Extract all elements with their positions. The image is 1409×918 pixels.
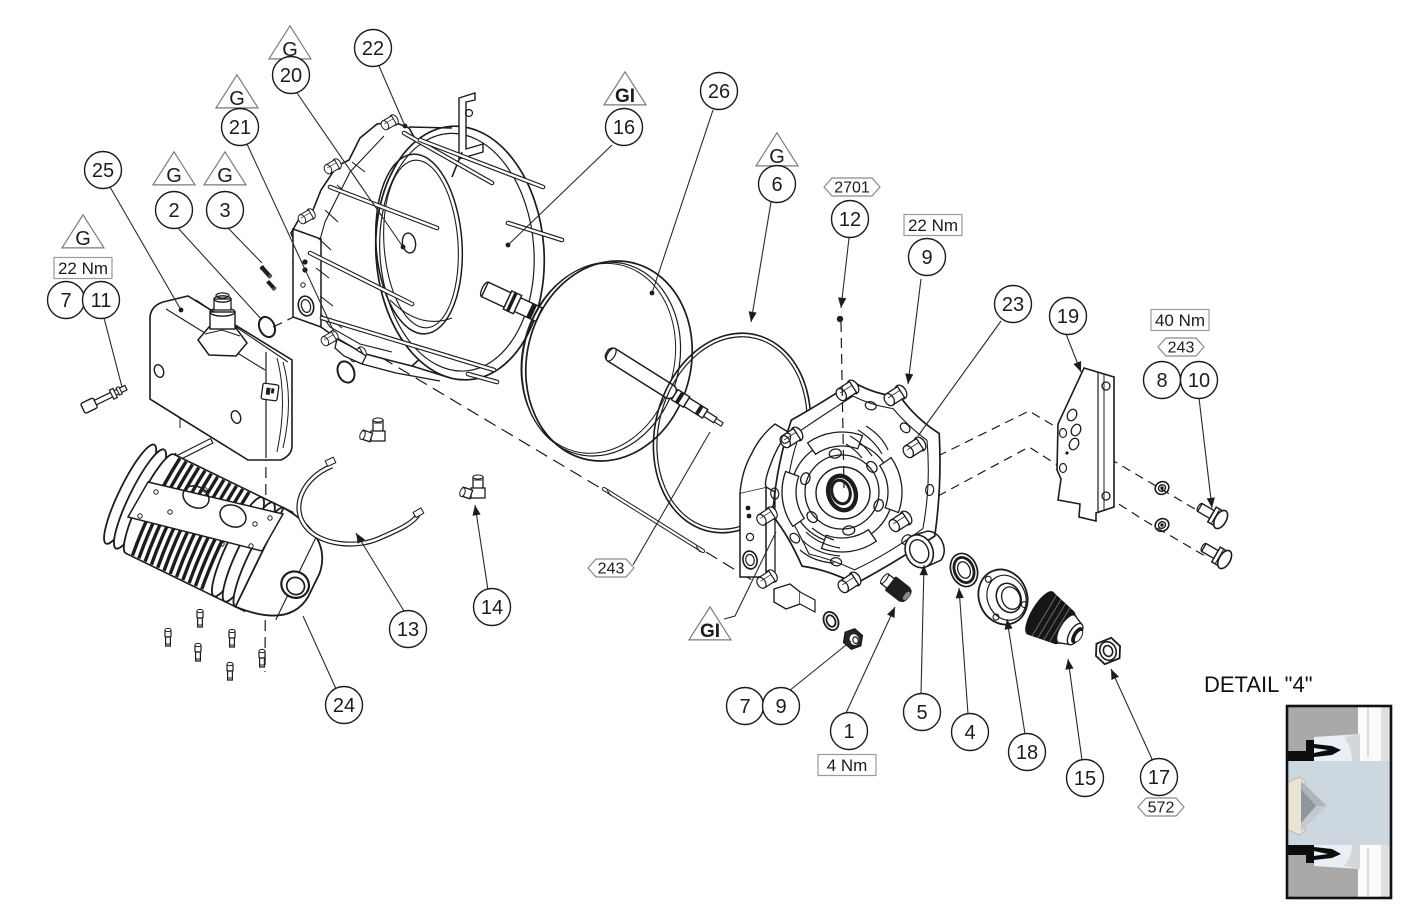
svg-text:24: 24 bbox=[333, 695, 355, 717]
svg-text:GI: GI bbox=[700, 621, 720, 642]
svg-text:23: 23 bbox=[1002, 294, 1024, 316]
svg-text:4: 4 bbox=[964, 722, 975, 744]
svg-text:26: 26 bbox=[708, 81, 730, 103]
svg-text:6: 6 bbox=[771, 174, 782, 196]
svg-text:G: G bbox=[229, 88, 245, 110]
svg-text:G: G bbox=[217, 165, 233, 187]
svg-text:1: 1 bbox=[843, 721, 854, 743]
svg-text:10: 10 bbox=[1188, 370, 1210, 392]
svg-text:G: G bbox=[769, 146, 785, 168]
svg-text:243: 243 bbox=[1168, 340, 1195, 357]
svg-text:40 Nm: 40 Nm bbox=[1155, 311, 1205, 330]
svg-text:7: 7 bbox=[739, 696, 750, 718]
svg-text:8: 8 bbox=[1156, 370, 1167, 392]
svg-text:25: 25 bbox=[92, 160, 114, 182]
svg-text:GI: GI bbox=[615, 86, 635, 107]
svg-text:22: 22 bbox=[362, 38, 384, 60]
svg-text:14: 14 bbox=[481, 597, 503, 619]
svg-text:22 Nm: 22 Nm bbox=[908, 216, 958, 235]
svg-text:21: 21 bbox=[229, 117, 251, 139]
svg-text:9: 9 bbox=[775, 696, 786, 718]
svg-text:243: 243 bbox=[598, 561, 625, 578]
svg-text:22 Nm: 22 Nm bbox=[58, 259, 108, 278]
svg-text:11: 11 bbox=[91, 290, 112, 312]
svg-text:17: 17 bbox=[1148, 767, 1170, 789]
svg-text:4 Nm: 4 Nm bbox=[827, 756, 868, 775]
svg-text:15: 15 bbox=[1074, 768, 1096, 790]
svg-text:9: 9 bbox=[921, 247, 932, 269]
svg-text:2: 2 bbox=[168, 200, 179, 222]
svg-text:G: G bbox=[282, 39, 298, 61]
svg-text:19: 19 bbox=[1057, 306, 1079, 328]
svg-text:DETAIL "4": DETAIL "4" bbox=[1204, 672, 1313, 697]
svg-text:572: 572 bbox=[1148, 800, 1175, 817]
svg-text:2701: 2701 bbox=[834, 180, 870, 197]
svg-text:G: G bbox=[166, 165, 182, 187]
svg-text:12: 12 bbox=[839, 209, 861, 231]
svg-text:G: G bbox=[75, 228, 91, 250]
svg-text:7: 7 bbox=[60, 290, 71, 312]
svg-text:3: 3 bbox=[219, 200, 230, 222]
svg-text:16: 16 bbox=[613, 117, 635, 139]
svg-text:13: 13 bbox=[397, 619, 419, 641]
svg-text:18: 18 bbox=[1016, 742, 1038, 764]
svg-text:20: 20 bbox=[280, 65, 302, 87]
svg-text:5: 5 bbox=[916, 702, 927, 724]
